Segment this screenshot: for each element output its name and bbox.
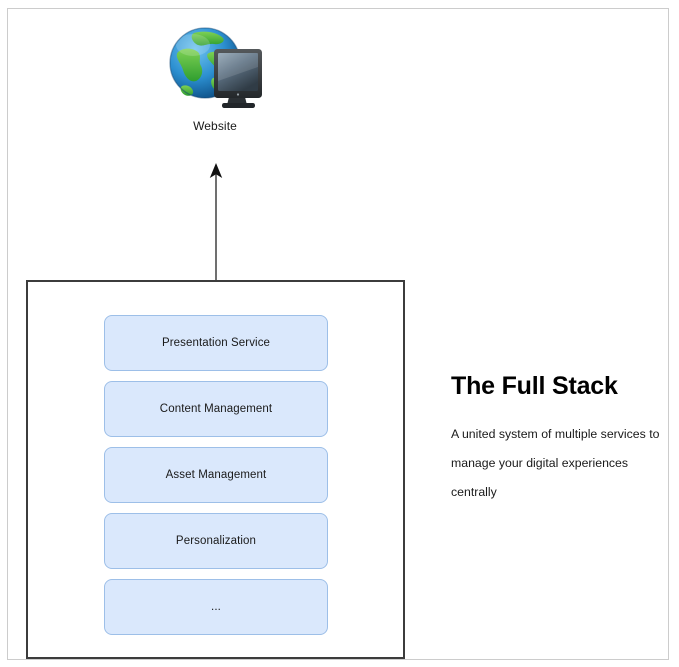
stack-item-label: Personalization: [175, 535, 257, 547]
stack-list: Presentation Service Content Management …: [104, 315, 328, 635]
website-label: Website: [193, 119, 237, 133]
copy-block: The Full Stack A united system of multip…: [451, 371, 666, 507]
stack-item-label: Asset Management: [165, 469, 267, 481]
copy-body: A united system of multiple services to …: [451, 427, 660, 499]
stack-item-more[interactable]: ...: [104, 579, 328, 635]
copy-heading: The Full Stack: [451, 372, 618, 400]
arrow-up-icon: [200, 161, 232, 287]
stack-container: Presentation Service Content Management …: [26, 280, 405, 659]
stack-item-label: Presentation Service: [161, 337, 271, 349]
globe-monitor-icon: [165, 23, 265, 115]
stack-item-content-management[interactable]: Content Management: [104, 381, 328, 437]
page-frame: Website Presentation Service Content Man…: [7, 8, 669, 660]
stack-item-label: Content Management: [159, 403, 273, 415]
stack-item-presentation-service[interactable]: Presentation Service: [104, 315, 328, 371]
stack-item-label: ...: [211, 601, 221, 613]
stack-item-personalization[interactable]: Personalization: [104, 513, 328, 569]
website-node: Website: [165, 23, 265, 141]
stack-item-asset-management[interactable]: Asset Management: [104, 447, 328, 503]
